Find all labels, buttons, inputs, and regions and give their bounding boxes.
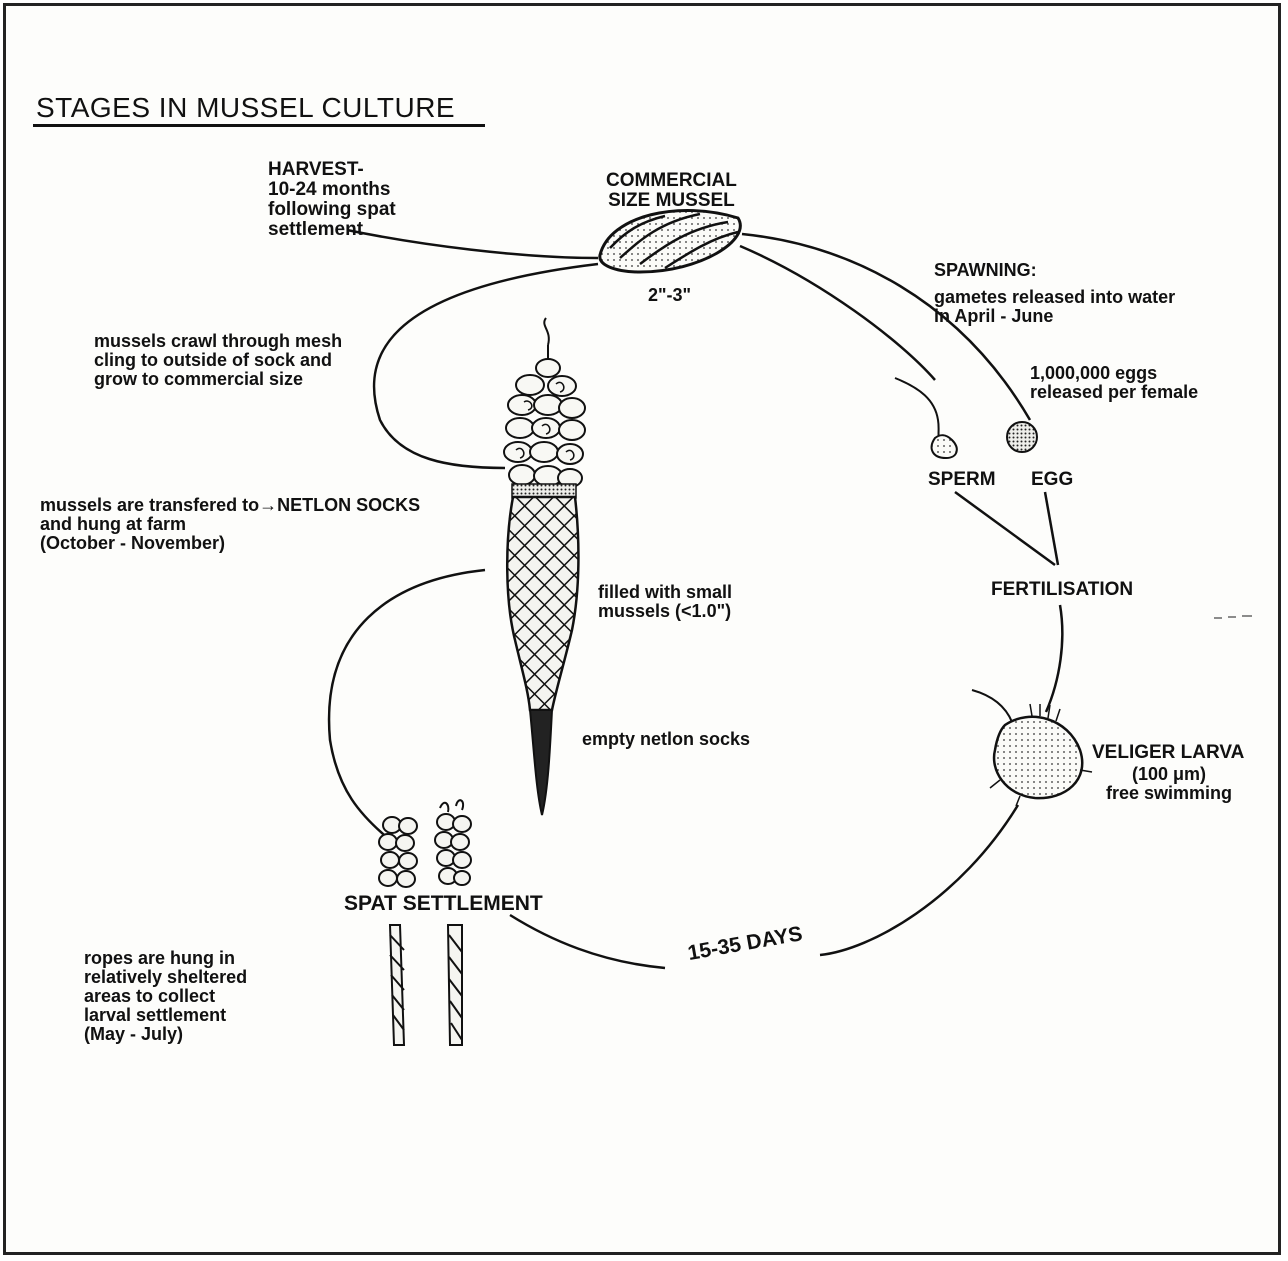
mussel-size-label: 2"-3" [648, 286, 691, 305]
crawl-label: mussels crawl through mesh cling to outs… [94, 332, 342, 389]
diagram-title: STAGES IN MUSSEL CULTURE [36, 92, 455, 124]
margin-dashes [1214, 616, 1252, 618]
harvest-label: HARVEST- 10-24 months following spat set… [268, 160, 396, 240]
spawning-label: SPAWNING: [934, 261, 1037, 280]
gametes-label: gametes released into water in April - J… [934, 288, 1175, 326]
egg-label: EGG [1031, 470, 1073, 490]
empty-sock-label: empty netlon socks [582, 730, 750, 749]
sperm-icon [895, 378, 957, 458]
larva-to-days-arc [820, 805, 1018, 955]
fertilisation-to-larva [1046, 605, 1062, 712]
transfer-label: mussels are transfered to→NETLON SOCKS a… [40, 496, 420, 553]
commercial-size-mussel-label: COMMERCIAL SIZE MUSSEL [606, 171, 737, 211]
filled-sock-label: filled with small mussels (<1.0") [598, 583, 732, 621]
ropes-label: ropes are hung in relatively sheltered a… [84, 949, 247, 1043]
fertilisation-label: FERTILISATION [991, 580, 1133, 600]
netlon-sock-icon [504, 318, 585, 815]
mussel-shell-icon [600, 210, 740, 272]
veliger-larva-icon [972, 690, 1092, 806]
spat-rope-right-icon [435, 800, 471, 1045]
egg-to-fertilisation [1045, 492, 1058, 565]
days-to-spat-arc [510, 915, 665, 968]
sperm-arc [740, 246, 935, 380]
spat-rope-left-icon [379, 817, 417, 1045]
spat-to-sock-arc [329, 570, 485, 840]
spat-settlement-label: SPAT SETTLEMENT [344, 893, 543, 915]
veliger-detail-label: (100 μm) free swimming [1106, 765, 1232, 803]
egg-icon [1007, 422, 1037, 452]
eggs-count-label: 1,000,000 eggs released per female [1030, 364, 1198, 402]
title-underline [33, 124, 485, 127]
veliger-larva-label: VELIGER LARVA [1092, 743, 1244, 763]
sperm-to-fertilisation [955, 492, 1055, 565]
sperm-label: SPERM [928, 470, 996, 490]
